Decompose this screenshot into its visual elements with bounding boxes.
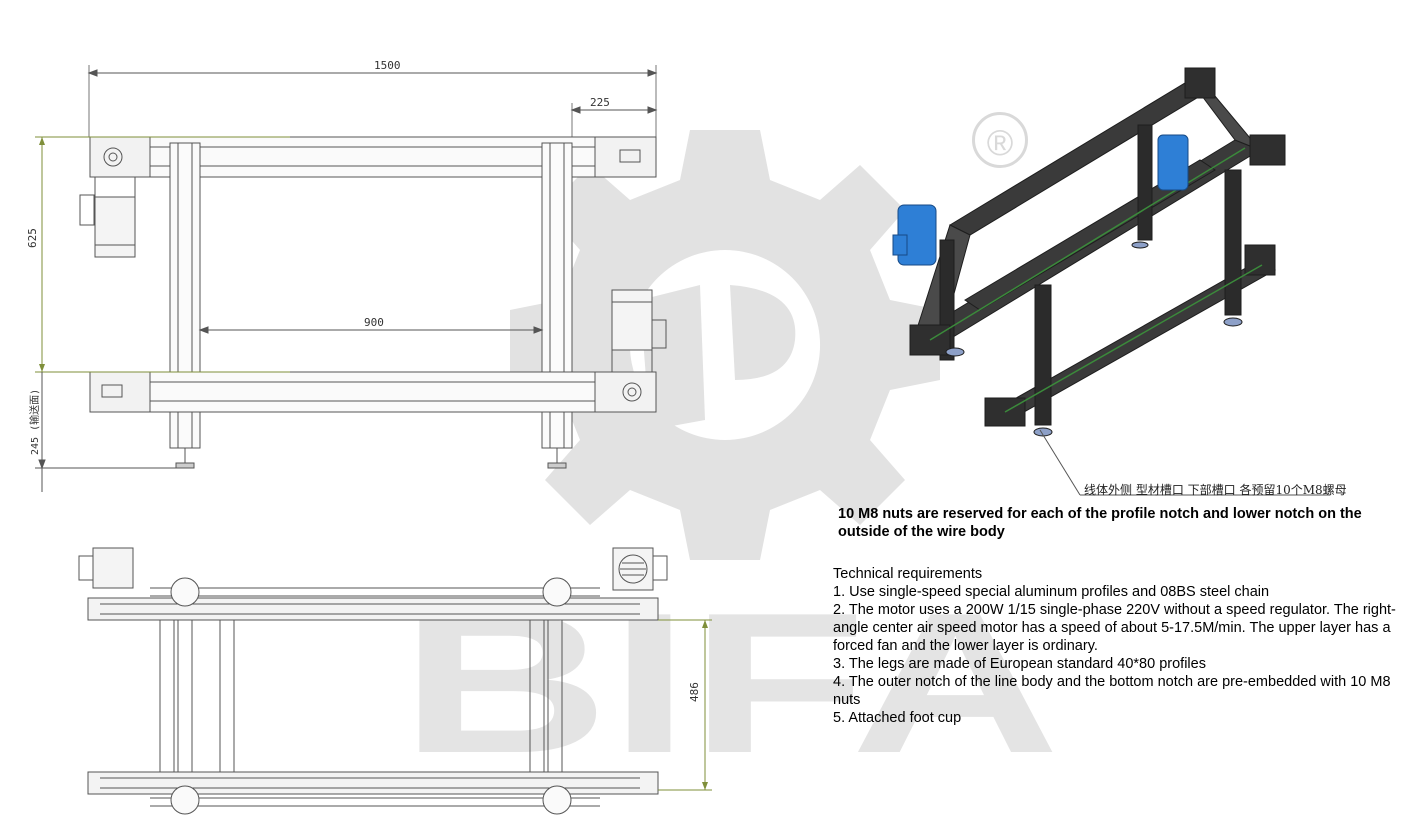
watermark-logo [510,130,940,560]
registered-mark: ® [972,112,1028,168]
dim-inner-span: 900 [364,316,384,329]
dim-overall-length: 1500 [374,59,401,72]
plan-view [78,547,712,815]
top-view [35,65,667,492]
tech-item: 1. Use single-speed special aluminum pro… [833,584,1270,600]
tech-title: Technical requirements [833,566,983,582]
nut-callout: 10 M8 nuts are reserved for each of the … [838,506,1362,540]
tech-item: 5. Attached foot cup [833,710,962,726]
isometric-view [909,67,1286,437]
dim-conveying-height: 245 (输送面) [28,389,41,455]
leader-line [1039,429,1081,496]
technical-requirements: Technical requirements 1. Use single-spe… [833,565,1398,727]
dim-width: 625 [26,228,39,248]
dim-bottom-width: 486 [688,682,701,702]
dim-end-offset: 225 [590,96,610,109]
tech-item: 4. The outer notch of the line body and … [833,674,1391,708]
motor-blue-left [892,204,937,266]
tech-item: 3. The legs are made of European standar… [833,656,1206,672]
iso-leader-label: 线体外侧 型材槽口 下部槽口 各预留10个M8螺母 [1084,483,1347,497]
motor-blue-right [1157,134,1189,191]
tech-item: 2. The motor uses a 200W 1/15 single-pha… [833,602,1396,654]
